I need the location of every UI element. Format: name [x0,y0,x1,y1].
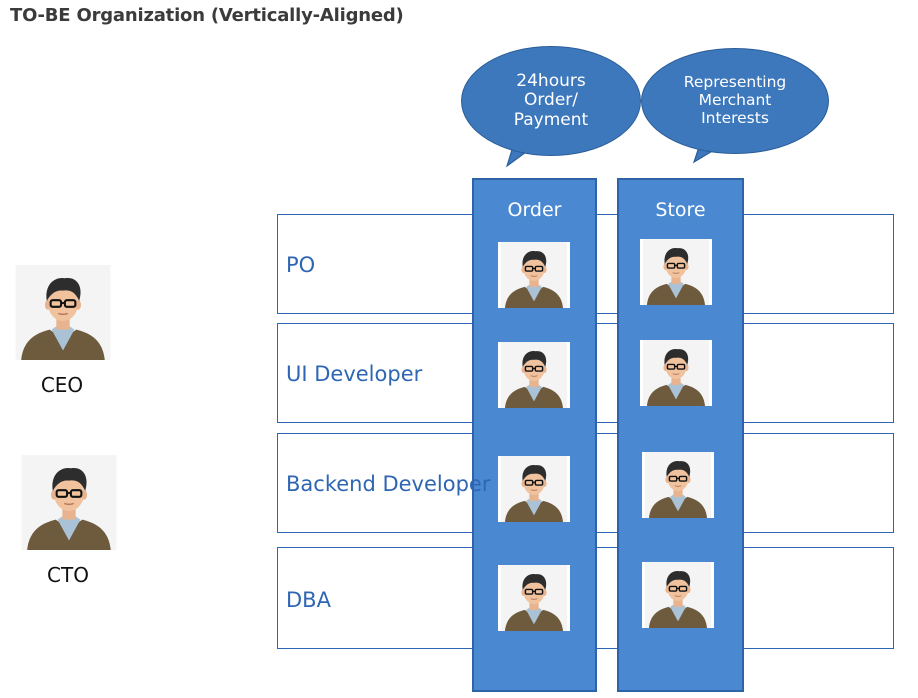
person-icon [498,242,570,308]
cto-label: CTO [47,563,89,587]
column-label-store: Store [655,199,706,221]
bubble-text: 24hours Order/ Payment [513,70,589,130]
role-label-ui-developer: UI Developer [286,362,423,386]
speech-bubble-order: 24hours Order/ Payment [461,46,641,156]
person-icon [498,565,570,631]
bubble-text: Representing Merchant Interests [683,73,787,127]
person-icon [640,239,712,305]
ceo-avatar-icon [14,265,112,360]
cto-avatar-icon [20,455,118,550]
diagram-title: TO-BE Organization (Vertically-Aligned) [10,5,404,26]
speech-bubble-store: Representing Merchant Interests [641,48,829,154]
role-label-backend-developer: Backend Developer [286,472,491,496]
person-icon [640,340,712,406]
ceo-label: CEO [40,373,84,397]
role-label-po: PO [286,253,316,277]
person-icon [642,452,714,518]
person-icon [498,456,570,522]
person-icon [498,342,570,408]
column-label-order: Order [507,199,562,221]
person-icon [642,562,714,628]
role-label-dba: DBA [286,588,331,612]
